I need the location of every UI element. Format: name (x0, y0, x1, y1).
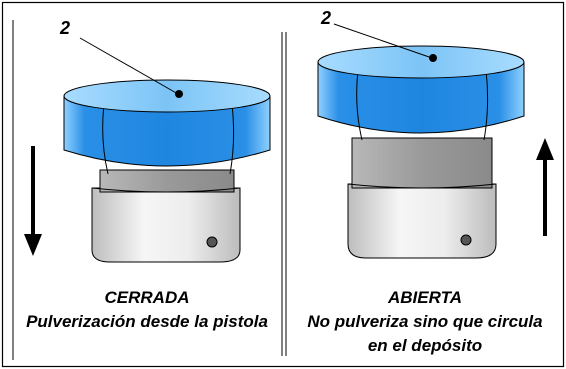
arrow-down-icon (24, 146, 42, 256)
bleed-hole (460, 234, 472, 246)
bleed-hole (206, 236, 218, 248)
arrow-up-icon (536, 138, 554, 236)
callout-number: 2 (321, 8, 332, 28)
caption-closed: CERRADA Pulverización desde la pistola (14, 286, 280, 334)
valve-open (317, 23, 554, 259)
callout-number: 2 (60, 18, 71, 38)
caption-title: CERRADA (104, 288, 190, 307)
caption-text: en el depósito (367, 336, 483, 355)
caption-text: Pulverización desde la pistola (26, 312, 268, 331)
caption-title: ABIERTA (388, 288, 462, 307)
caption-open: ABIERTA No pulveriza sino que circula en… (288, 286, 562, 358)
caption-text: No pulveriza sino que circula (307, 312, 543, 331)
callout-dot (429, 54, 437, 62)
valve-closed (24, 37, 271, 263)
callout-dot (175, 90, 183, 98)
